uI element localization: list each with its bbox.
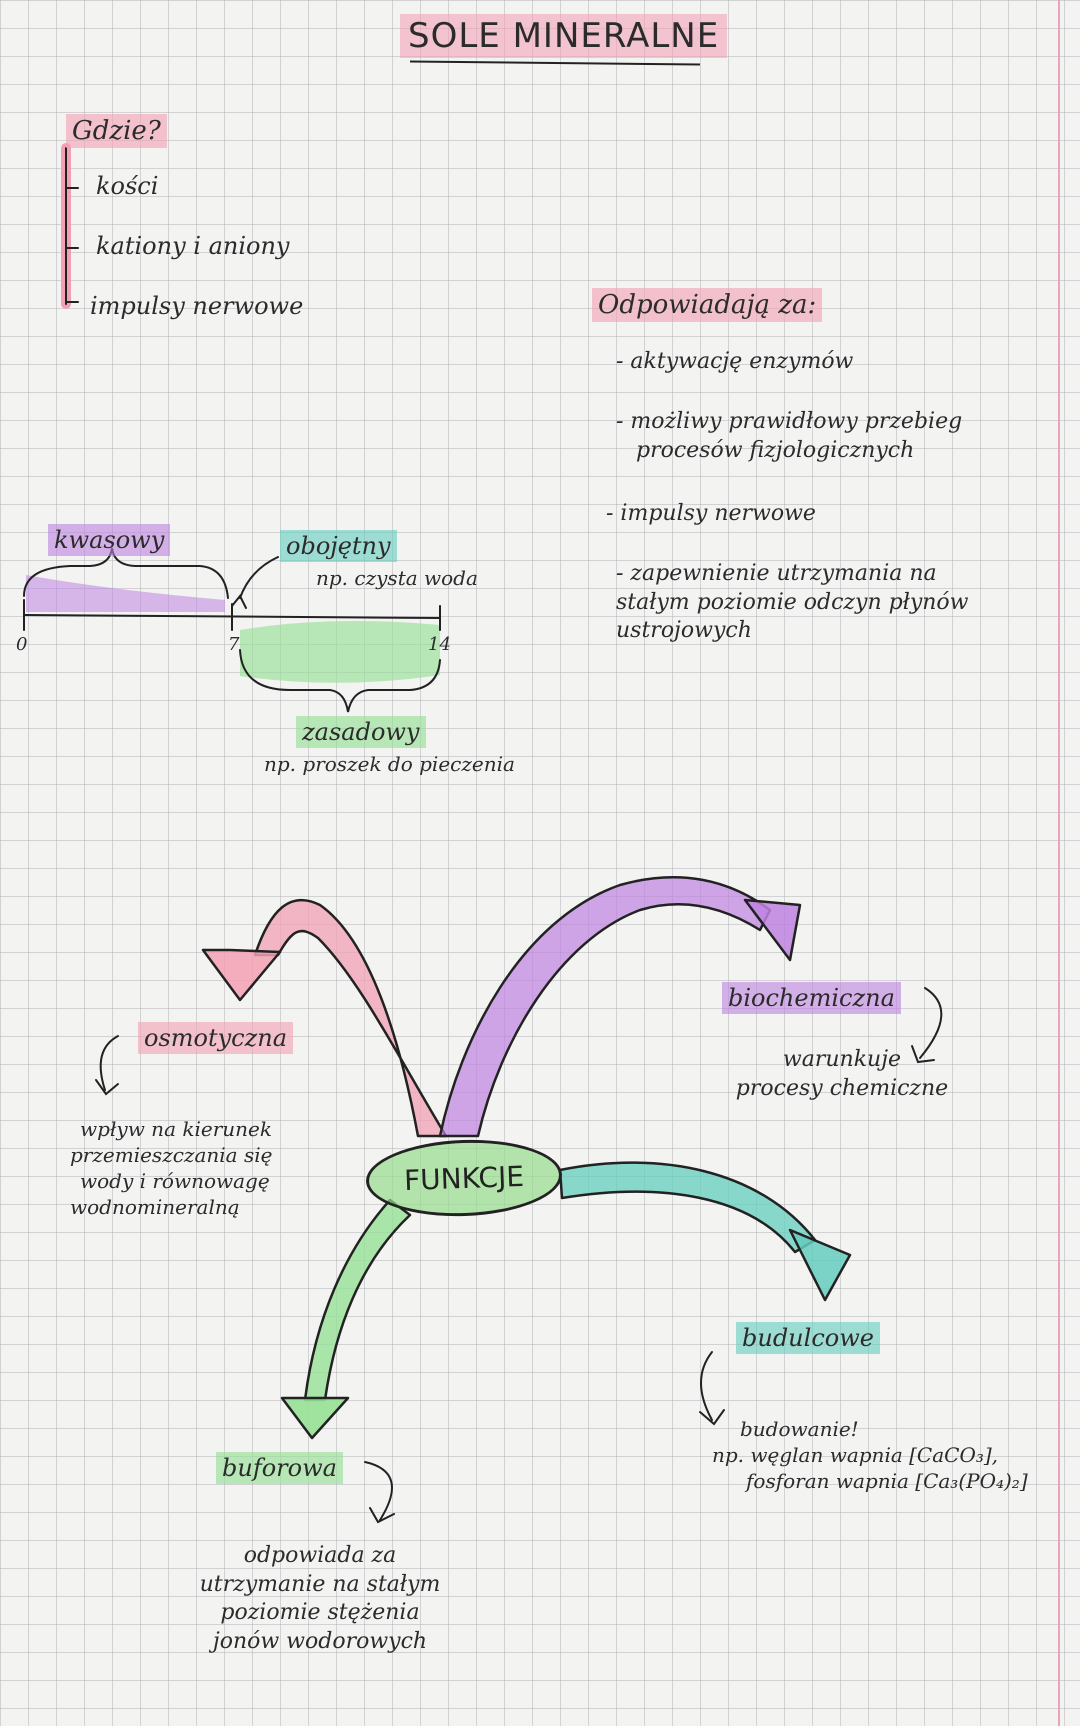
- arrowhead-buforowa: [280, 1396, 350, 1440]
- ph-zasadowy-label: zasadowy: [296, 716, 426, 748]
- ph-obojetny-label: obojętny: [280, 530, 397, 562]
- odpowiadaja-item-2: - możliwy prawidłowy przebieg procesów f…: [616, 409, 963, 463]
- odpowiadaja-item-4: - zapewnienie utrzymania na stałym pozio…: [616, 561, 969, 644]
- gdzie-item-kationy: kationy i aniony: [96, 232, 290, 260]
- gdzie-bracket: [61, 143, 79, 309]
- arrow-osmotyczna: [253, 898, 448, 1138]
- gdzie-item-impulsy: impulsy nerwowe: [90, 292, 304, 320]
- arrow-budulcowe: [558, 1161, 817, 1254]
- neutral-pointer: [239, 556, 279, 599]
- ph-obojetny-example: np. czysta woda: [316, 566, 478, 590]
- ph-tick-14: 14: [428, 634, 451, 655]
- ph-kwasowy-label: kwasowy: [48, 524, 171, 556]
- page-title: SOLE MINERALNE: [400, 14, 728, 58]
- arrowhead-biochemiczna: [743, 898, 802, 962]
- ph-scale: [23, 547, 441, 713]
- arrowhead-budulcowe: [788, 1228, 852, 1302]
- buforowa-label: buforowa: [216, 1452, 343, 1484]
- acid-shading: [26, 575, 225, 612]
- odpowiadaja-item-1: - aktywację enzymów: [616, 349, 854, 374]
- arrow-buforowa: [303, 1198, 412, 1402]
- arrowhead-osmotyczna: [201, 948, 282, 1002]
- base-brace: [239, 649, 441, 713]
- osmotyczna-desc: wpływ na kierunek przemieszczania się wo…: [70, 1117, 273, 1219]
- biochemiczna-label: biochemiczna: [722, 982, 901, 1014]
- ph-zasadowy-example: np. proszek do pieczenia: [264, 752, 515, 776]
- odpowiadaja-item-3: - impulsy nerwowe: [606, 501, 816, 526]
- ph-tick-7: 7: [228, 634, 240, 655]
- budulcowe-desc: budowanie! np. węglan wapnia [CaCO₃], fo…: [712, 1417, 1028, 1493]
- biochemiczna-desc: warunkuje procesy chemiczne: [735, 1047, 949, 1101]
- osmotyczna-label: osmotyczna: [138, 1022, 294, 1054]
- margin-line: [1058, 0, 1060, 1726]
- arrow-biochemiczna: [438, 875, 772, 1138]
- buforowa-desc: odpowiada za utrzymanie na stałym poziom…: [199, 1543, 441, 1654]
- small-pointers: [95, 987, 943, 1524]
- ph-tick-0: 0: [16, 634, 28, 655]
- budulcowe-label: budulcowe: [736, 1322, 880, 1354]
- odpowiadaja-heading: Odpowiadają za:: [592, 288, 823, 322]
- gdzie-heading: Gdzie?: [66, 114, 167, 148]
- base-shading: [240, 621, 440, 683]
- gdzie-item-kosci: kości: [96, 172, 159, 200]
- funkcje-arrows: [201, 875, 852, 1440]
